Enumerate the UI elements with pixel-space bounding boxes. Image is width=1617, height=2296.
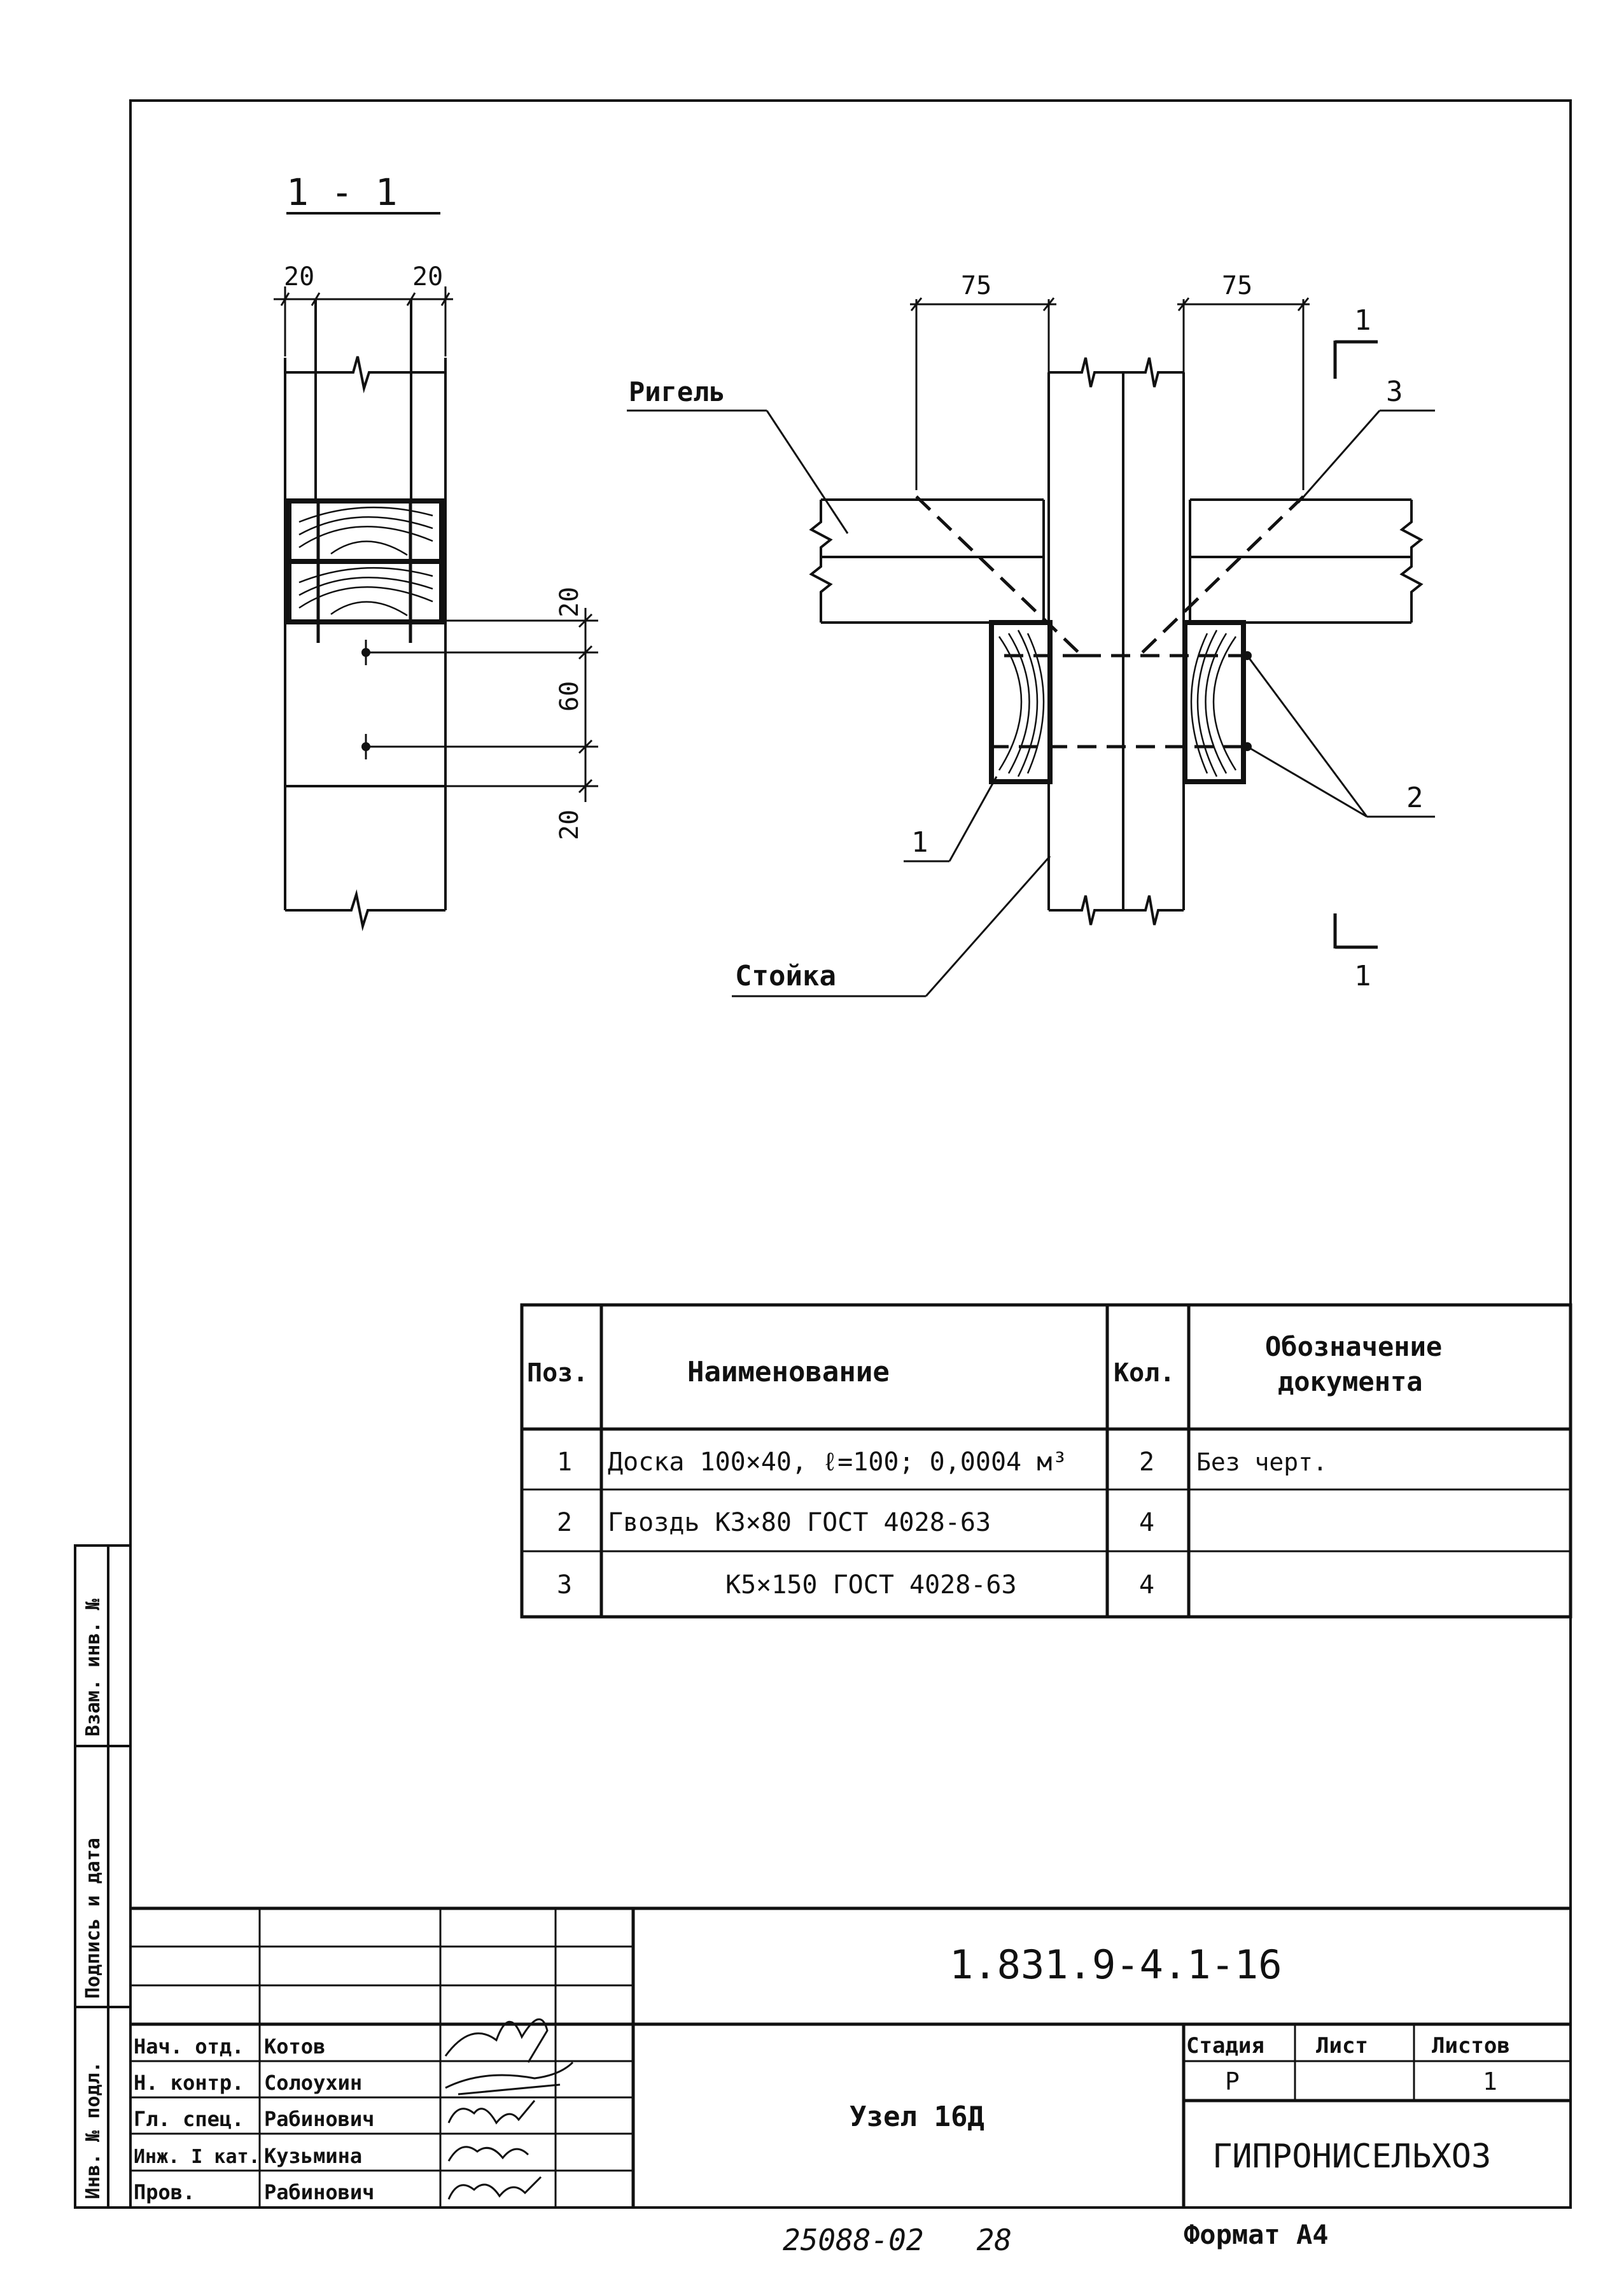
table-row-1-name: Доска 100×40, ℓ=100; 0,0004 м³ (608, 1447, 1067, 1477)
table-row-3-qty: 4 (1139, 1570, 1154, 1600)
section-dim-left: 20 (284, 262, 314, 292)
label-stoika: Стойка (735, 960, 836, 992)
table-row-1-pos: 1 (557, 1447, 572, 1477)
table-header-name: Наименование (687, 1356, 890, 1388)
spec-table: Поз. Наименование Кол. Обозначение докум… (520, 1303, 1572, 1619)
doc-code: 1.831.9-4.1-16 (949, 1941, 1282, 1988)
title-block: 1.831.9-4.1-16 Узел 16Д ГИПРОНИСЕЛЬХОЗ С… (130, 1906, 1571, 2208)
sheets-label: Листов (1432, 2033, 1510, 2059)
callout-3: 3 (1386, 376, 1403, 408)
staff-role-2: Н. контр. (134, 2071, 244, 2095)
table-header-pos: Поз. (527, 1358, 588, 1388)
section-dim-v-mid: 60 (555, 681, 584, 712)
staff-name-5: Рабинович (264, 2180, 374, 2204)
node-title: Узел 16Д (850, 2101, 984, 2133)
table-row-2-name: Гвоздь К3×80 ГОСТ 4028-63 (608, 1508, 991, 1537)
section-1-1: 1 - 1 (274, 171, 598, 931)
stage-label: Стадия (1186, 2033, 1264, 2059)
signatures (444, 2018, 574, 2200)
side-stamp-vzam-inv: Взам. инв. № (82, 1598, 104, 1736)
table-row-1-doc: Без черт. (1196, 1448, 1327, 1476)
table-row-2-pos: 2 (557, 1508, 572, 1537)
label-rigel: Ригель (629, 376, 725, 407)
sheet-frame (129, 99, 1572, 2209)
table-row-3-pos: 3 (557, 1570, 572, 1600)
format-label: Формат А4 (1184, 2219, 1329, 2250)
elevation-view: 75 75 1 1 Ригель Стойка 1 (627, 271, 1435, 997)
sheets-value: 1 (1483, 2067, 1497, 2095)
table-row-2-qty: 4 (1139, 1508, 1154, 1537)
section-mark-top: 1 (1354, 304, 1371, 337)
table-header-doc: Обозначение документа (1265, 1331, 1458, 1397)
side-stamp: Взам. инв. № Подпись и дата Инв. № подл. (74, 1544, 132, 2209)
staff-name-2: Солоухин (264, 2071, 362, 2095)
table-header-doc-line1: Обозначение (1265, 1331, 1442, 1362)
staff-role-1: Нач. отд. (134, 2034, 244, 2059)
staff-role-4: Инж. I кат. (134, 2146, 260, 2168)
archive-number: 25088-02 28 (783, 2223, 1012, 2257)
side-stamp-inv-podl: Инв. № подл. (82, 2061, 104, 2199)
table-header-doc-line2: документа (1278, 1366, 1423, 1397)
staff-role-3: Гл. спец. (134, 2107, 244, 2131)
table-header-qty: Кол. (1114, 1358, 1175, 1388)
section-title: 1 - 1 (286, 171, 398, 214)
sheet-label: Лист (1316, 2033, 1368, 2059)
staff-name-1: Котов (264, 2034, 325, 2059)
staff-role-5: Пров. (134, 2180, 195, 2204)
callout-1: 1 (911, 826, 928, 859)
section-dim-right: 20 (412, 262, 443, 292)
section-dim-v-bot: 20 (555, 810, 584, 840)
elevation-dim-right: 75 (1222, 271, 1252, 300)
stage-value: Р (1225, 2067, 1240, 2095)
elevation-dim-left: 75 (961, 271, 991, 300)
table-row-3-name: К5×150 ГОСТ 4028-63 (725, 1570, 1017, 1600)
callout-2: 2 (1406, 782, 1424, 814)
section-dim-v-top: 20 (555, 587, 584, 617)
section-mark-bottom: 1 (1354, 960, 1371, 992)
side-stamp-podpis-data: Подпись и дата (82, 1838, 104, 1999)
staff-name-4: Кузьмина (264, 2144, 362, 2168)
staff-name-3: Рабинович (264, 2107, 374, 2131)
table-row-1-qty: 2 (1139, 1447, 1154, 1477)
organization: ГИПРОНИСЕЛЬХОЗ (1212, 2138, 1491, 2176)
